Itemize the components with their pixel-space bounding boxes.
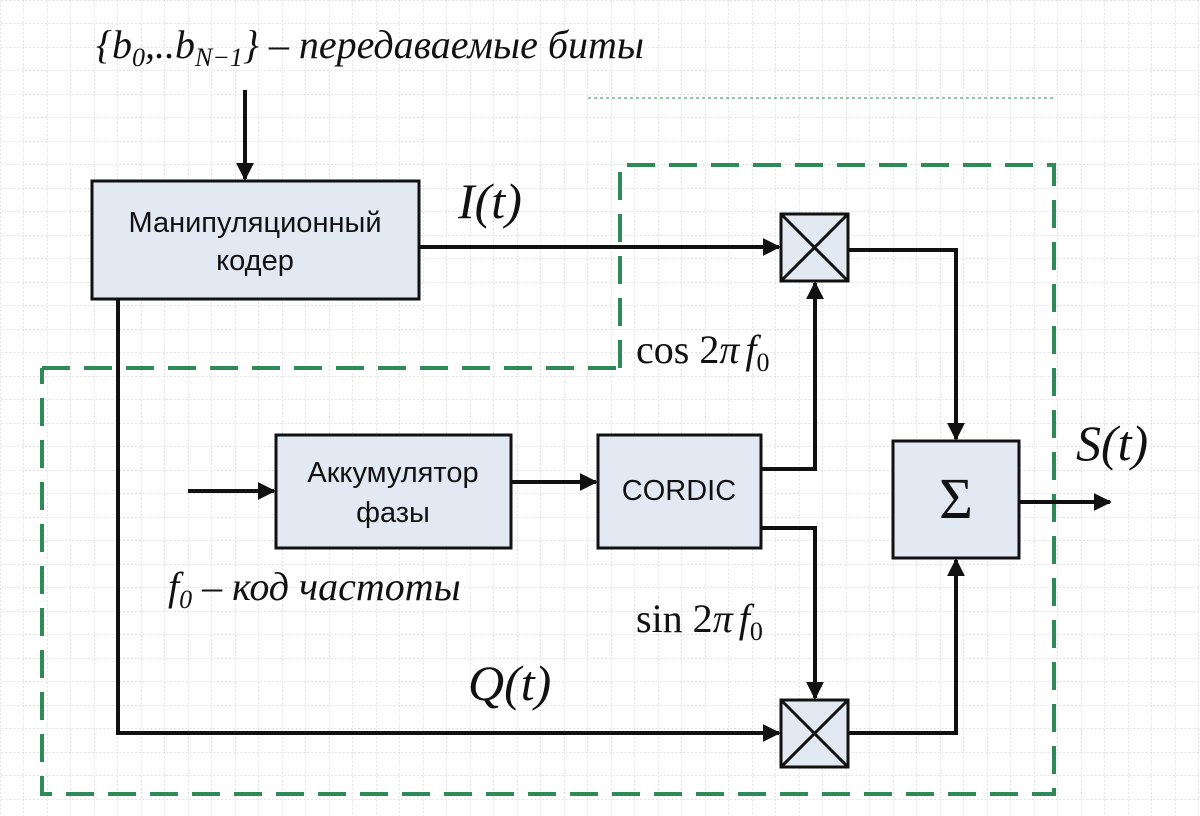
sin-wire — [761, 526, 824, 700]
accumulator-label-line2: фазы — [356, 497, 430, 529]
sin-f-sub: 0 — [750, 617, 763, 646]
multiplier-top — [779, 212, 850, 283]
accumulator-label-line1: Аккумулятор — [307, 457, 478, 489]
cos-pi: π — [719, 327, 740, 372]
cordic-label: CORDIC — [622, 475, 736, 507]
i-signal-arg: (t) — [475, 173, 522, 229]
bits-sub-last: N−1 — [194, 43, 243, 72]
dashed-region-top — [618, 163, 1056, 368]
i-signal-name: I — [457, 173, 477, 229]
sin-pi: π — [713, 596, 734, 641]
summator-block — [891, 439, 1021, 560]
cos-f-sub: 0 — [757, 348, 770, 377]
input-bits-label: {b0,..bN−1} – передаваемые биты — [96, 22, 644, 72]
bits-set-open: {b — [96, 22, 132, 67]
dashed-region-bottom — [40, 366, 1056, 796]
bits-separator: ,..b — [145, 22, 195, 67]
s-signal-name: S — [1076, 415, 1101, 471]
bits-caption: – передаваемые биты — [259, 22, 644, 67]
q-signal-label: Q(t) — [468, 655, 551, 711]
top-product-wire — [848, 248, 965, 441]
s-signal-label: S(t) — [1076, 415, 1148, 471]
freq-caption: – код частоты — [192, 564, 461, 609]
frequency-code-label: f0 – код частоты — [168, 564, 461, 614]
bits-sub-zero: 0 — [132, 43, 145, 72]
cos-text: cos 2 — [636, 327, 719, 372]
s-signal-arg: (t) — [1101, 415, 1148, 471]
freq-f-sub: 0 — [179, 585, 192, 614]
sin-text: sin 2 — [636, 596, 713, 641]
q-signal-wire — [116, 299, 781, 742]
manipulation-encoder-block — [90, 179, 421, 301]
cordic-block — [596, 433, 763, 550]
multiplier-bottom — [779, 698, 850, 769]
bits-set-close: } — [243, 22, 259, 67]
bottom-product-wire — [848, 558, 965, 735]
phase-accumulator-block — [274, 433, 513, 550]
cos-wire — [761, 281, 824, 471]
encoder-label-line2: кодер — [216, 245, 294, 277]
sum-symbol: Σ — [939, 466, 973, 531]
i-signal-label: I(t) — [457, 173, 522, 229]
q-signal-name: Q — [468, 655, 504, 711]
q-signal-arg: (t) — [504, 655, 551, 711]
encoder-label-line1: Манипуляционный — [128, 207, 381, 239]
